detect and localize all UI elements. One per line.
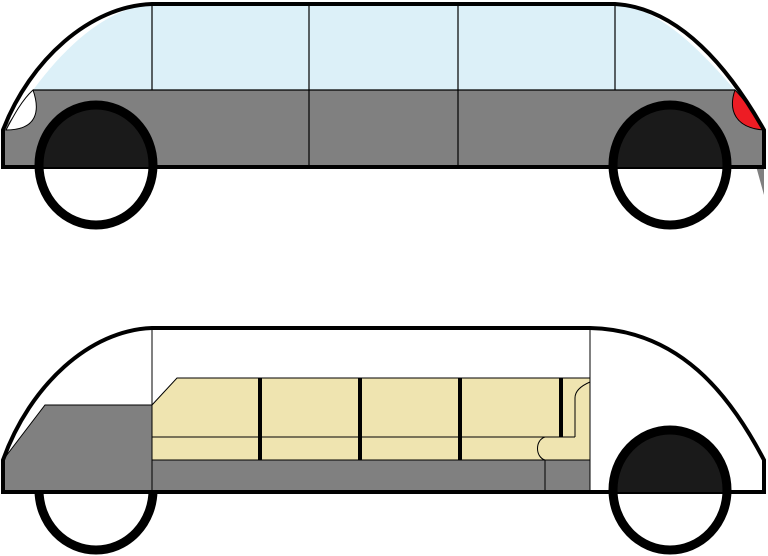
rear-wheel-lower [608,425,732,555]
interior-cutaway-view [1,326,766,555]
roof-outline [1,2,766,169]
floor-panel [151,459,591,493]
body-outline [1,326,766,494]
exterior-side-view [1,2,766,230]
headlight [5,89,37,131]
seat-dividers [258,378,563,460]
rear-wheel [608,100,732,230]
seats [151,377,591,461]
door-dividers [151,4,616,167]
front-wheel [34,100,158,230]
window-area [33,4,735,90]
